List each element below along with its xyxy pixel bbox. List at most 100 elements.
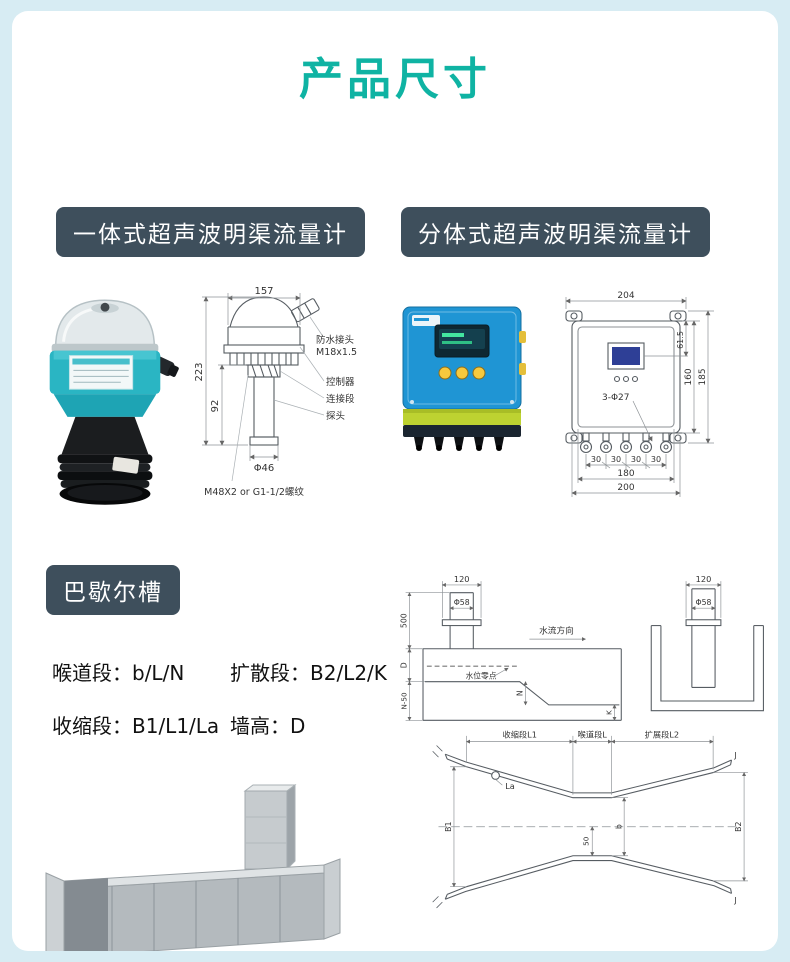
dim-pipe-width-side: 120 <box>454 574 470 584</box>
dimension-texts: 157 223 92 Φ46 M48X2 or G1-1/2螺纹 防水接头 M1… <box>194 286 357 498</box>
dim-b2: B2 <box>734 822 743 832</box>
spec-throat: 喉道段：b/L/N <box>52 657 224 686</box>
dim-width-204: 204 <box>617 291 634 301</box>
spec-val-throat: b/L/N <box>132 661 185 685</box>
flume-side-view-dims <box>405 581 617 721</box>
dimension-lines <box>202 293 325 482</box>
thread-note: M48X2 or G1-1/2螺纹 <box>204 486 304 498</box>
dim-height-223: 223 <box>194 362 205 381</box>
spec-key-contraction: 收缩段： <box>52 714 132 738</box>
flume-end-view-dims <box>685 581 722 618</box>
dim-b-throat-width: b <box>614 824 623 829</box>
section-label-split: 分体式超声波明渠流量计 <box>401 207 710 257</box>
flume-side-view-texts: 120 Φ58 500 D N-50 水流方向 水位零点 N K <box>400 574 614 715</box>
flowmeter-sections-row: 一体式超声波明渠流量计 <box>12 207 778 523</box>
flume-plan-view-texts: 收缩段L1 喉道段L 扩展段L2 La 50 b B1 B2 J J <box>444 730 743 905</box>
label-controller: 控制器 <box>326 376 355 388</box>
spec-contraction: 收缩段：B1/L1/La <box>52 710 224 739</box>
enclosure-outline <box>565 310 687 454</box>
spec-key-throat: 喉道段： <box>52 661 132 685</box>
dim-pitch-30-1: 30 <box>591 455 601 464</box>
parshall-flume-photo <box>45 784 341 951</box>
lcd-display <box>434 324 490 358</box>
flume-left-column: 巴歇尔槽 喉道段：b/L/N 扩散段：B2/L2/K 收缩段：B1/L1/La … <box>45 565 394 951</box>
dim-n-minus-50: N-50 <box>400 692 409 710</box>
sensor-dome-cap <box>54 299 156 349</box>
flume-end-view-outline <box>650 588 764 712</box>
dim-la: La <box>505 781 515 791</box>
dim-j-bottom: J <box>733 896 736 905</box>
dim-pipe-dia-end: Φ58 <box>696 598 712 607</box>
dim-width-180: 180 <box>617 469 634 479</box>
section-label-flume: 巴歇尔槽 <box>46 565 180 615</box>
label-contraction-l1: 收缩段L1 <box>502 730 536 740</box>
label-expansion-l2: 扩展段L2 <box>645 730 679 740</box>
controller-box <box>402 306 526 410</box>
flume-right-column: 120 Φ58 500 D N-50 水流方向 水位零点 N K <box>394 565 776 951</box>
dimension-lines <box>565 297 714 497</box>
dim-offset-61-5: 61.5 <box>676 331 685 349</box>
flume-plan-view-dims <box>450 735 748 888</box>
dim-width-157: 157 <box>254 286 273 297</box>
page-title: 产品尺寸 <box>299 54 491 105</box>
dim-pitch-30-2: 30 <box>611 455 621 464</box>
dimension-texts: 204 160 185 61.5 3-Φ27 30 30 30 30 180 2… <box>591 291 708 493</box>
integrated-content: 157 223 92 Φ46 M48X2 or G1-1/2螺纹 防水接头 M1… <box>26 285 395 523</box>
dim-height-185: 185 <box>698 368 708 385</box>
section-split-flowmeter: 分体式超声波明渠流量计 <box>395 207 764 523</box>
dim-k: K <box>605 710 614 715</box>
spec-val-wall: D <box>290 714 306 738</box>
dim-n: N <box>516 690 525 696</box>
flume-dimension-drawing: 120 Φ58 500 D N-50 水流方向 水位零点 N K <box>400 574 764 909</box>
spec-key-wall: 墙高： <box>230 714 290 738</box>
split-flowmeter-photo <box>402 306 526 451</box>
dim-holes-3-phi27: 3-Φ27 <box>602 393 630 403</box>
label-connection-section: 连接段 <box>326 393 355 405</box>
split-content: 204 160 185 61.5 3-Φ27 30 30 30 30 180 2… <box>395 285 764 510</box>
dim-500: 500 <box>400 613 409 628</box>
box-base-and-glands <box>403 409 521 451</box>
sensor-horn <box>57 416 153 505</box>
section-integrated-flowmeter: 一体式超声波明渠流量计 <box>26 207 395 523</box>
split-photo-wrap <box>395 301 530 510</box>
sensor-body <box>49 343 161 417</box>
dim-width-200: 200 <box>617 483 634 493</box>
spec-val-contraction: B1/L1/La <box>132 714 220 738</box>
flume-photo-wrap <box>42 777 394 951</box>
panel-buttons <box>438 366 486 380</box>
dim-pitch-30-4: 30 <box>651 455 661 464</box>
flume-specs: 喉道段：b/L/N 扩散段：B2/L2/K 收缩段：B1/L1/La 墙高：D <box>52 657 394 739</box>
flume-side-view-outline <box>422 592 622 721</box>
label-gland-thread: M18x1.5 <box>316 347 357 358</box>
section-label-integrated: 一体式超声波明渠流量计 <box>56 207 365 257</box>
integrated-dimension-drawing: 157 223 92 Φ46 M48X2 or G1-1/2螺纹 防水接头 M1… <box>194 286 357 498</box>
dim-50: 50 <box>581 836 590 846</box>
label-waterproof-gland: 防水接头 <box>316 334 354 346</box>
split-dimension-drawing: 204 160 185 61.5 3-Φ27 30 30 30 30 180 2… <box>565 291 714 497</box>
section-parshall-flume: 巴歇尔槽 喉道段：b/L/N 扩散段：B2/L2/K 收缩段：B1/L1/La … <box>12 565 778 951</box>
label-throat-l: 喉道段L <box>578 730 608 740</box>
dim-pipe-width-end: 120 <box>696 574 712 584</box>
spec-diffuser: 扩散段：B2/L2/K <box>230 657 394 686</box>
dim-wall-height-d: D <box>400 662 409 668</box>
dim-height-92: 92 <box>210 400 221 413</box>
product-card: 产品尺寸 一体式超声波明渠流量计 <box>12 11 778 951</box>
spec-key-diffuser: 扩散段： <box>230 661 310 685</box>
label-zero-water-level: 水位零点 <box>466 671 497 681</box>
dim-pipe-dia-side: Φ58 <box>454 598 470 607</box>
spec-val-diffuser: B2/L2/K <box>310 661 387 685</box>
stilling-well-box <box>243 784 297 871</box>
dim-pitch-30-3: 30 <box>631 455 641 464</box>
spec-wall-height: 墙高：D <box>230 710 394 739</box>
sensor-outline <box>223 296 320 446</box>
flume-end-view-texts: 120 Φ58 <box>696 574 712 607</box>
dim-probe-diameter: Φ46 <box>254 463 275 474</box>
flume-trough <box>45 858 341 951</box>
dim-j-top: J <box>733 751 736 760</box>
flume-plan-view-outline <box>432 745 737 909</box>
label-flow-direction: 水流方向 <box>539 624 574 636</box>
dim-height-160: 160 <box>684 368 694 385</box>
dim-b1: B1 <box>444 822 453 832</box>
integrated-flowmeter-photo <box>49 299 179 505</box>
label-probe: 探头 <box>326 410 345 422</box>
